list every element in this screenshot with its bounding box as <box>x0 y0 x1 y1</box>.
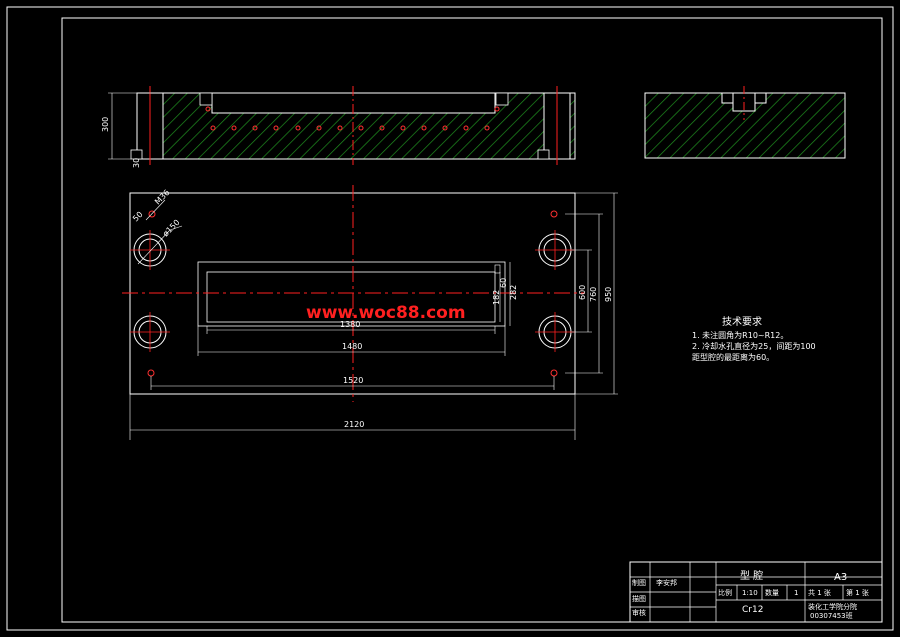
dim-slot-height-c: 282 <box>509 285 518 300</box>
dim-hole-span-v: 600 <box>578 285 587 300</box>
tb-class-code: 00307453班 <box>810 611 853 620</box>
title-block: 型 腔 A3 制图 李安邦 描图 审核 比例 1:10 数量 1 共 1 张 第… <box>629 561 883 623</box>
dim-depth: 50 <box>131 210 145 224</box>
tb-material: Cr12 <box>742 605 763 615</box>
tb-part-name: 型 腔 <box>740 569 763 582</box>
tech-req-line-1: 1. 未注圆角为R10~R12。 <box>692 330 788 340</box>
tech-req-title: 技术要求 <box>722 315 762 328</box>
dim-hole-span: 1520 <box>343 376 363 385</box>
tb-qty-label: 数量 <box>765 588 779 597</box>
tb-qty-value: 1 <box>794 589 798 597</box>
dim-side-base: 30 <box>132 158 141 168</box>
tb-scale-value: 1:10 <box>742 589 758 597</box>
tb-drawn-name: 李安邦 <box>656 578 677 587</box>
dim-total-width: 2120 <box>344 420 364 429</box>
tb-review-label: 审核 <box>632 608 646 617</box>
tb-scale-label: 比例 <box>718 588 732 597</box>
dim-slot-width: 1380 <box>340 320 360 329</box>
dim-slot-height-a: 182 <box>492 290 501 305</box>
tech-req-line-3: 距型腔的最距离为60。 <box>692 352 774 362</box>
end-section-view <box>644 86 846 159</box>
watermark-text: www.woc88.com <box>306 303 466 323</box>
tb-school: 装化工学院分院 <box>808 602 857 611</box>
outer-border <box>6 6 894 631</box>
dim-inner-width: 1480 <box>342 342 362 351</box>
dim-total-height: 950 <box>604 287 613 302</box>
dim-side-height: 300 <box>101 117 110 132</box>
dim-tap: M36 <box>153 188 171 206</box>
dim-inner-height: 760 <box>589 287 598 302</box>
inner-border <box>61 17 883 623</box>
tb-sheets-label: 共 1 张 <box>808 588 831 597</box>
plan-view: M36 50 ø150 1380 1480 1520 2120 <box>122 185 618 440</box>
tb-drawn-label: 制图 <box>632 578 646 587</box>
dim-diameter: ø150 <box>161 218 182 239</box>
tb-sheet-no-label: 第 1 张 <box>846 588 869 597</box>
tb-draft-label: 描图 <box>632 594 646 603</box>
tech-requirements: 技术要求 1. 未注圆角为R10~R12。 2. 冷却水孔直径为25，间距为10… <box>692 315 816 362</box>
tb-sheet-size: A3 <box>834 572 847 583</box>
side-section-view: 300 30 <box>101 86 576 168</box>
dim-slot-height-b: 60 <box>499 278 508 288</box>
tech-req-line-2: 2. 冷却水孔直径为25，间距为100 <box>692 341 816 351</box>
